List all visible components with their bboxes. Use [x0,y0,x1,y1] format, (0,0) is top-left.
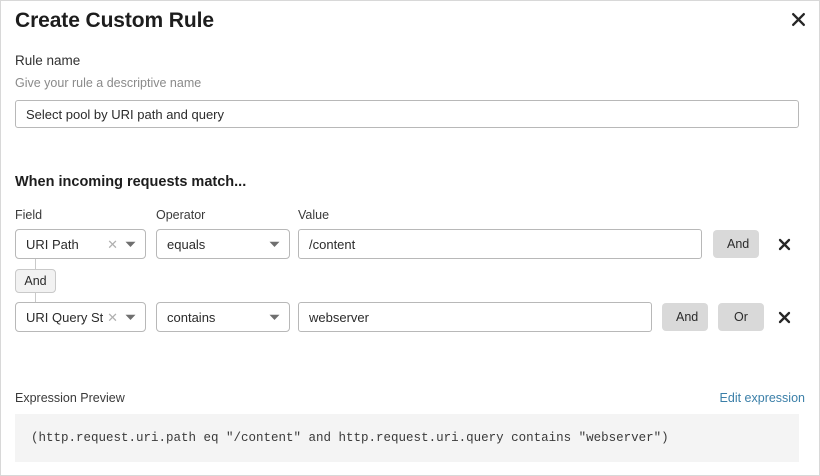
column-header-field: Field [15,208,43,222]
chevron-down-icon[interactable] [122,241,145,248]
operator-select-2-value: contains [167,309,216,325]
chevron-down-icon[interactable] [122,314,145,321]
and-button-row-1[interactable]: And [713,230,759,258]
column-header-operator: Operator [156,208,206,222]
clear-icon[interactable]: ✕ [107,236,118,252]
chevron-glyph [269,314,280,320]
field-select-1-value: URI Path [26,236,79,252]
operator-select-1[interactable]: equals [156,229,290,259]
expression-preview-label: Expression Preview [15,391,125,405]
chevron-glyph [125,241,136,247]
chevron-down-icon[interactable] [266,314,289,321]
close-icon[interactable] [786,7,810,31]
rule-name-input[interactable] [15,100,799,128]
chevron-glyph [269,241,280,247]
close-glyph [791,12,805,26]
rule-name-hint: Give your rule a descriptive name [15,76,202,90]
conditions-heading: When incoming requests match... [15,174,247,190]
close-icon [778,238,790,250]
delete-row-2-button[interactable] [775,308,793,326]
connector-line-top [35,259,36,270]
operator-select-1-value: equals [167,236,206,252]
edit-expression-link[interactable]: Edit expression [719,391,805,405]
chevron-down-icon[interactable] [266,241,289,248]
condition-row: URI Query St... ✕ contains And Or [1,302,819,332]
value-input-2[interactable] [298,302,652,332]
chevron-glyph [125,314,136,320]
or-button-row-2[interactable]: Or [718,303,764,331]
clear-icon[interactable]: ✕ [107,309,118,325]
connector-line-bottom [35,292,36,303]
delete-row-1-button[interactable] [775,235,793,253]
value-input-1[interactable] [298,229,702,259]
and-button-row-2[interactable]: And [662,303,708,331]
condition-row: URI Path ✕ equals And [1,229,819,259]
expression-preview-code: (http.request.uri.path eq "/content" and… [31,431,669,445]
expression-preview-box: (http.request.uri.path eq "/content" and… [15,414,799,462]
rule-name-label: Rule name [15,53,81,68]
column-header-value: Value [298,208,330,222]
field-select-1[interactable]: URI Path ✕ [15,229,146,259]
operator-select-2[interactable]: contains [156,302,290,332]
field-select-2-value: URI Query St... [26,309,104,325]
close-icon [778,311,790,323]
page-title: Create Custom Rule [15,9,214,32]
field-select-2[interactable]: URI Query St... ✕ [15,302,146,332]
group-connector-and-badge[interactable]: And [15,269,56,293]
